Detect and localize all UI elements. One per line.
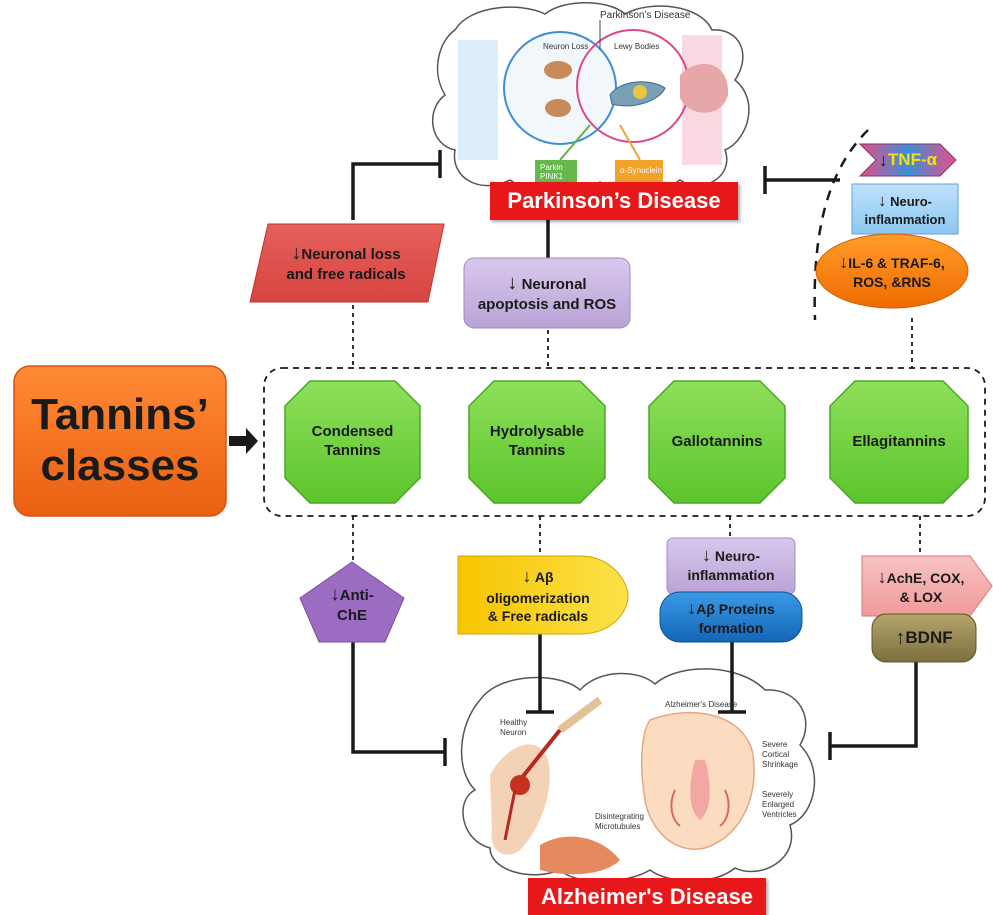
inhibit-line-bdnf [830, 660, 918, 748]
neuroinflammation-box [851, 183, 959, 235]
anti-che-pentagon [299, 561, 405, 643]
parkinsons-image [431, 2, 750, 193]
apoptosis-box [463, 257, 631, 329]
tnf-chevron [858, 143, 957, 177]
abeta-prot-box [659, 591, 803, 643]
tannins-classes-label: Tannins’ classes [31, 390, 209, 490]
pink1-label: PINK1 [540, 172, 564, 181]
ache-shape [861, 555, 993, 617]
parkinsons-title: Parkinson’s Disease [490, 182, 738, 220]
apoptosis-label: ↓ Neuronal apoptosis and ROS [477, 272, 617, 314]
neuronal-loss-label: ↓Neuronal loss and free radicals [286, 242, 406, 284]
tnf-label: ↓TNF-α [878, 149, 938, 170]
octagon-hydrolysable [468, 380, 606, 504]
parkin-label: Parkin [540, 163, 563, 172]
synuclein-label: α-Synuclein [620, 166, 662, 175]
octagon-gallotannins [648, 380, 786, 504]
il6-ellipse [815, 233, 969, 309]
neuroinflam-label: ↓ Neuro- inflammation [687, 545, 775, 583]
anti-che-label: ↓Anti- ChE [330, 583, 374, 624]
alzheimers-image [460, 668, 816, 882]
neuroinflammation-label: ↓ Neuro- inflammation [864, 191, 946, 227]
ache-label: ↓AchE, COX, & LOX [877, 567, 965, 605]
ellagitannins-label: Ellagitannins [852, 432, 946, 450]
alzheimers-image-header: Alzheimer's Disease [665, 700, 738, 709]
tannin-group-box [263, 367, 986, 517]
parkinsons-image-header: Parkinson’s Disease [600, 10, 691, 21]
lewy-bodies-label: Lewy Bodies [614, 42, 660, 51]
arrow-right-icon [229, 428, 258, 454]
gallotannins-label: Gallotannins [671, 432, 763, 450]
abeta-prot-label: ↓Aβ Proteins formation [687, 598, 775, 636]
dashed-arc-right [813, 129, 869, 321]
il6-label: ↓IL-6 & TRAF-6, ROS, &RNS [839, 252, 945, 290]
octagon-condensed [284, 380, 421, 504]
tannins-classes-box [13, 365, 227, 517]
inhibit-line-anti-che [351, 640, 445, 754]
bdnf-label: ↑BDNF [895, 626, 953, 649]
abeta-olig-shape [457, 555, 629, 635]
tannin-octagons [284, 380, 969, 504]
inhibit-line-neuronal-loss [351, 162, 440, 220]
neuron-loss-label: Neuron Loss [543, 42, 589, 51]
bdnf-box [871, 613, 977, 663]
connectors [263, 129, 986, 766]
octagon-ellagitannins [829, 380, 969, 504]
abeta-olig-label: ↓ Aβ oligomerization & Free radicals [486, 566, 590, 624]
alzheimers-title: Alzheimer's Disease [528, 878, 766, 915]
neuronal-loss-parallelogram [249, 223, 445, 303]
